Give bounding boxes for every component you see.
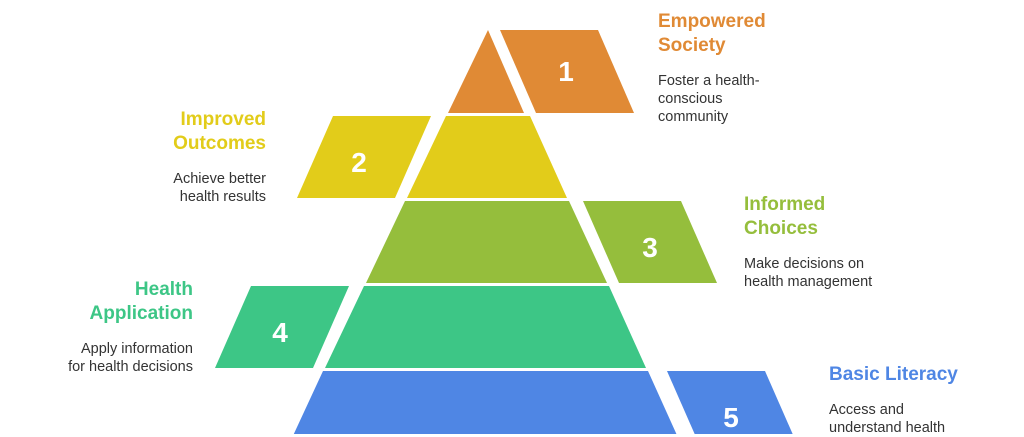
- level-5-desc-line: understand health: [829, 420, 946, 436]
- level-5-desc-line: Access and: [829, 402, 904, 418]
- level-2-title-line: Outcomes: [173, 133, 266, 154]
- level-3-title: Informed Choices: [744, 193, 944, 241]
- level-1-title-line: Society: [658, 35, 726, 56]
- pyramid-tier-4: [325, 286, 646, 368]
- level-3-desc-line: Make decisions on: [744, 256, 865, 272]
- level-2-description: Achieve better health results: [66, 170, 266, 206]
- level-3-description: Make decisions on health management: [744, 255, 944, 291]
- level-1-desc-line: community: [658, 109, 729, 125]
- level-3-desc-line: health management: [744, 274, 873, 290]
- level-2-desc-line: Achieve better: [173, 171, 266, 187]
- level-1-desc-line: conscious: [658, 91, 723, 107]
- step-number-3: 3: [642, 232, 658, 263]
- level-3-title-line: Informed: [744, 194, 826, 215]
- level-4-desc-line: Apply information: [80, 341, 193, 357]
- label-level-2: Improved Outcomes Achieve better health …: [66, 108, 266, 206]
- label-level-4: Health Application Apply information for…: [0, 278, 193, 376]
- level-5-title: Basic Literacy: [829, 363, 1019, 387]
- level-1-title-line: Empowered: [658, 11, 766, 32]
- label-level-1: Empowered Society Foster a health- consc…: [658, 10, 858, 126]
- step-number-5: 5: [723, 402, 739, 433]
- step-number-1: 1: [558, 56, 574, 87]
- level-4-desc-line: for health decisions: [68, 359, 193, 375]
- level-4-title: Health Application: [0, 278, 193, 326]
- level-1-title: Empowered Society: [658, 10, 858, 58]
- level-3-title-line: Choices: [744, 218, 818, 239]
- step-tab-1: [500, 30, 634, 113]
- level-4-title-line: Application: [89, 303, 193, 324]
- level-5-title-line: Basic Literacy: [829, 364, 958, 385]
- step-tab-5: [667, 371, 793, 434]
- level-2-title-line: Improved: [180, 109, 266, 130]
- pyramid-tier-5: [293, 371, 677, 434]
- level-1-desc-line: Foster a health-: [658, 73, 760, 89]
- level-4-description: Apply information for health decisions: [0, 340, 193, 376]
- pyramid-tier-2: [407, 116, 567, 198]
- step-tab-3: [583, 201, 717, 283]
- level-4-title-line: Health: [134, 279, 193, 300]
- step-tab-2: [297, 116, 431, 198]
- level-5-description: Access and understand health: [829, 401, 1019, 437]
- level-2-title: Improved Outcomes: [66, 108, 266, 156]
- label-level-3: Informed Choices Make decisions on healt…: [744, 193, 944, 291]
- step-number-4: 4: [272, 317, 288, 348]
- step-number-2: 2: [351, 147, 367, 178]
- step-tab-4: [215, 286, 349, 368]
- level-1-description: Foster a health- conscious community: [658, 72, 858, 126]
- pyramid-tier-3: [366, 201, 607, 283]
- level-2-desc-line: health results: [179, 189, 266, 205]
- label-level-5: Basic Literacy Access and understand hea…: [829, 363, 1019, 437]
- pyramid-tier-1: [448, 30, 524, 113]
